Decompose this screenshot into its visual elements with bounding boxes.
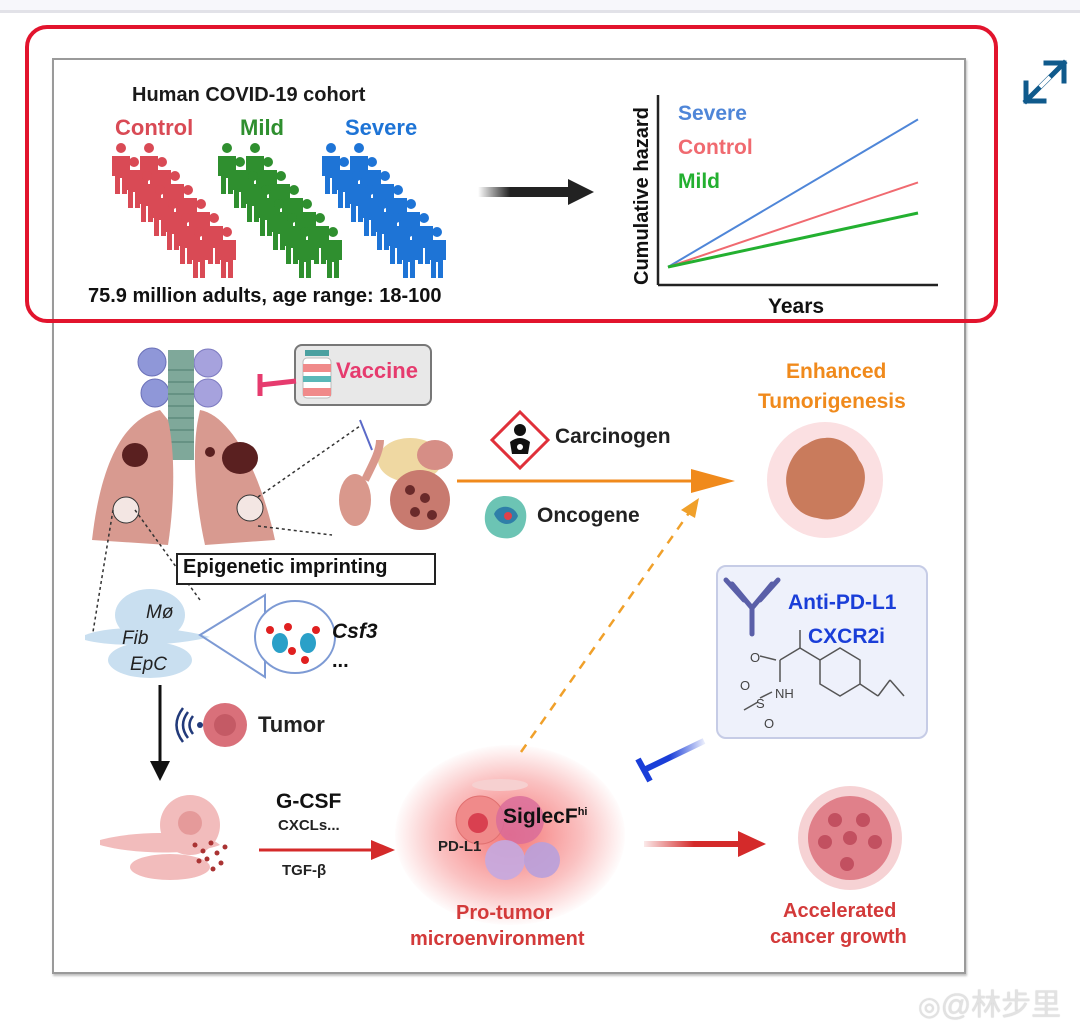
therapy-inhibitor-label: CXCR2i [808, 625, 886, 648]
atom-o1: O [750, 650, 760, 665]
growth-label-2: cancer growth [770, 926, 907, 948]
cytokine-arrow [259, 840, 395, 860]
person-icon [428, 227, 446, 278]
atom-o2: O [740, 678, 750, 693]
crowd-severe [322, 143, 446, 278]
legend-control: Control [678, 136, 753, 159]
group-label-severe: Severe [345, 115, 418, 140]
antibody-icon [723, 577, 781, 637]
growth-label-1: Accelerated [783, 900, 897, 922]
expand-icon [1022, 59, 1068, 105]
epigenetic-box [176, 553, 436, 585]
cytokine-tgf-label: TGF-β [282, 862, 327, 879]
enhanced-tumor-illustration [767, 422, 883, 538]
highlight-box [25, 25, 998, 323]
crowd-mild [218, 143, 342, 278]
vaccine-inhibit-arrow [257, 374, 297, 396]
atom-s: S [756, 696, 765, 711]
group-label-mild: Mild [240, 115, 284, 140]
oncogene-label: Oncogene [537, 504, 640, 527]
tumor-mass-illustration [798, 786, 902, 890]
cell-label-macrophage: Mø [146, 602, 174, 623]
down-arrow [150, 685, 170, 781]
legend-severe: Severe [678, 102, 747, 125]
watermark: ◎@林步里 [918, 989, 1062, 1022]
cohort-to-chart-arrow [478, 179, 594, 205]
crowd-control [112, 143, 236, 278]
enhanced-label-1: Enhanced [786, 360, 887, 383]
cell-label-fibroblast: Fib [122, 628, 149, 649]
immune-cells-illustration [455, 779, 560, 880]
carcinogen-hazard-icon [489, 409, 551, 471]
cohort-title: Human COVID-19 cohort [132, 84, 366, 106]
pdl1-label: PD-L1 [438, 838, 482, 855]
vaccine-vial-icon [302, 350, 332, 399]
expand-button[interactable] [1018, 55, 1072, 109]
person-icon [324, 227, 342, 278]
secreting-cells-illustration [100, 795, 228, 880]
therapy-antibody-label: Anti-PD-L1 [788, 591, 897, 614]
oncogene-icon [484, 496, 527, 539]
therapy-box [716, 565, 928, 739]
cytokine-cxcl-label: CXCLs... [278, 817, 340, 834]
epigenetic-label: Epigenetic imprinting [183, 556, 388, 578]
series-line-mild [667, 211, 919, 269]
enhanced-label-2: Tumorigenesis [758, 390, 906, 413]
cxcr2i-molecule-structure: O NH O S O [740, 630, 905, 731]
cohort-caption: 75.9 million adults, age range: 18-100 [88, 285, 442, 307]
person-icon [400, 227, 418, 278]
person-icon [218, 227, 236, 278]
tumor-cell-signal [175, 703, 247, 747]
stromal-cells-illustration [85, 589, 336, 679]
person-icon [296, 227, 314, 278]
x-axis-label: Years [768, 295, 824, 318]
series-line-severe [667, 118, 919, 268]
microenv-label-2: microenvironment [410, 928, 585, 950]
dashed-orange-arrow [519, 498, 699, 753]
tumor-label: Tumor [258, 712, 325, 737]
cell-label-epithelial: EpC [130, 654, 167, 675]
atom-o3: O [764, 716, 774, 731]
microenv-label-1: Pro-tumor [456, 902, 553, 924]
alveoli-illustration [339, 419, 453, 530]
gene-ellipsis: ... [332, 650, 349, 672]
vaccine-label: Vaccine [336, 358, 418, 383]
growth-arrow [644, 831, 766, 857]
cytokine-gcsf-label: G-CSF [276, 790, 342, 813]
group-label-control: Control [115, 115, 194, 140]
therapy-inhibit-arrow [635, 738, 706, 783]
virus-particles [137, 347, 223, 408]
siglec-label: SiglecFhi [503, 805, 587, 829]
cohort-people-crowds [112, 143, 446, 278]
tumorigenesis-arrow [457, 469, 735, 493]
watermark-text: @林步里 [940, 989, 1062, 1022]
legend-mild: Mild [678, 170, 720, 193]
siglec-superscript: hi [577, 806, 588, 818]
y-axis-label: Cumulative hazard [631, 107, 653, 285]
series-line-control [667, 181, 919, 268]
carcinogen-label: Carcinogen [555, 425, 671, 448]
viewer-top-bar [0, 0, 1080, 13]
gene-label-csf3: Csf3 [332, 620, 378, 643]
person-icon [190, 227, 208, 278]
siglec-main: SiglecF [503, 805, 578, 828]
atom-nh: NH [775, 686, 794, 701]
